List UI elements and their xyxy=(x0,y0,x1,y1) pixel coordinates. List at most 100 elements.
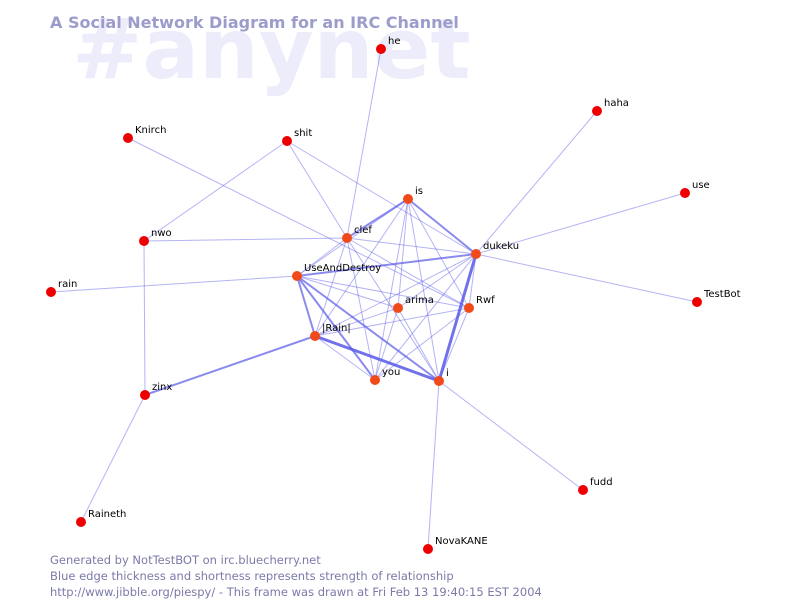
edge-nwo-clef xyxy=(143,237,348,242)
node-dot xyxy=(140,390,150,400)
node-label: Rwf xyxy=(476,295,495,306)
node-dukeku: dukeku xyxy=(471,241,519,259)
node-dot xyxy=(393,303,403,313)
node-label: zinx xyxy=(152,382,172,393)
edge-knirch-rwf xyxy=(127,137,470,309)
node-use: use xyxy=(680,180,710,198)
node-irain: |Rain| xyxy=(310,323,351,341)
node-label: haha xyxy=(604,98,629,109)
node-rwf: Rwf xyxy=(464,295,495,313)
footer-generated-by: Generated by NotTestBOT on irc.bluecherr… xyxy=(50,553,321,567)
node-dot xyxy=(139,236,149,246)
node-dot xyxy=(692,297,702,307)
edge-is-you xyxy=(374,198,409,381)
node-dot xyxy=(464,303,474,313)
node-label: TestBot xyxy=(703,289,741,300)
edge-is-i xyxy=(407,198,440,382)
node-dot xyxy=(292,271,302,281)
edge-zinx-raineth xyxy=(80,394,146,523)
node-label: Knirch xyxy=(135,125,166,136)
edge-novakane-i xyxy=(427,380,440,550)
edge-clef-rwf xyxy=(346,237,470,309)
node-dot xyxy=(403,194,413,204)
edge-clef-irain xyxy=(314,237,348,337)
node-dot xyxy=(46,287,56,297)
edge-irain-rwf xyxy=(314,307,470,337)
node-label: i xyxy=(446,368,449,379)
edge-rwf-i xyxy=(438,307,470,382)
node-label: clef xyxy=(354,225,372,236)
node-dot xyxy=(680,188,690,198)
node-dot xyxy=(471,249,481,259)
edge-is-arima xyxy=(397,198,409,309)
node-dot xyxy=(310,331,320,341)
edge-nwo-zinx xyxy=(143,240,146,396)
node-rain: rain xyxy=(46,279,77,297)
node-label: Raineth xyxy=(88,509,126,520)
channel-watermark: #anynet xyxy=(72,0,471,98)
node-arima: arima xyxy=(393,295,434,313)
edge-irain-i xyxy=(313,334,441,383)
node-label: arima xyxy=(405,295,434,306)
node-is: is xyxy=(403,186,423,204)
edge-layer xyxy=(50,48,698,550)
edge-zinx-irain xyxy=(144,335,316,396)
node-label: nwo xyxy=(151,228,172,239)
node-nwo: nwo xyxy=(139,228,172,246)
node-dot xyxy=(370,375,380,385)
node-label: he xyxy=(388,36,401,47)
node-haha: haha xyxy=(592,98,629,116)
node-dot xyxy=(123,133,133,143)
edge-dukeku-arima xyxy=(397,253,477,309)
node-label: shit xyxy=(294,128,312,139)
node-label: is xyxy=(415,186,423,197)
edge-dukeku-you xyxy=(374,253,477,381)
node-label: you xyxy=(382,367,400,378)
node-label: fudd xyxy=(590,477,613,488)
edge-use-dukeku xyxy=(475,192,686,255)
node-dot xyxy=(423,544,433,554)
edge-haha-dukeku xyxy=(475,110,598,255)
node-useanddestroy: UseAndDestroy xyxy=(292,263,381,281)
node-label: UseAndDestroy xyxy=(304,263,381,274)
node-label: dukeku xyxy=(483,241,519,252)
edge-useanddestroy-irain xyxy=(296,275,316,337)
node-he: he xyxy=(376,36,401,54)
edge-arima-i xyxy=(397,307,440,382)
edge-is-dukeku xyxy=(407,198,477,255)
edge-dukeku-i xyxy=(437,252,478,383)
node-you: you xyxy=(370,367,400,385)
edge-clef-i xyxy=(346,237,440,382)
node-label: NovaKANE xyxy=(435,536,488,547)
node-fudd: fudd xyxy=(578,477,613,495)
node-dot xyxy=(434,376,444,386)
node-testbot: TestBot xyxy=(692,289,741,307)
node-raineth: Raineth xyxy=(76,509,126,527)
node-dot xyxy=(578,485,588,495)
edge-arima-you xyxy=(374,307,399,381)
edge-irain-you xyxy=(314,335,376,381)
node-knirch: Knirch xyxy=(123,125,166,143)
footer-legend-note: Blue edge thickness and shortness repres… xyxy=(50,569,454,583)
edge-is-rwf xyxy=(407,198,470,309)
footer-url-timestamp: http://www.jibble.org/piespy/ - This fra… xyxy=(50,585,542,599)
edge-dukeku-irain xyxy=(314,253,477,337)
edge-rwf-you xyxy=(374,307,470,381)
edge-shit-clef xyxy=(286,140,348,239)
node-dot xyxy=(376,44,386,54)
node-label: |Rain| xyxy=(322,323,351,334)
edge-clef-dukeku xyxy=(346,237,477,255)
node-label: use xyxy=(692,180,710,191)
node-zinx: zinx xyxy=(140,382,172,400)
page-title: A Social Network Diagram for an IRC Chan… xyxy=(50,13,459,32)
edge-useanddestroy-arima xyxy=(296,275,399,309)
edge-fudd-i xyxy=(438,380,584,491)
edge-useanddestroy-you xyxy=(296,275,376,381)
node-label: rain xyxy=(58,279,77,290)
node-dot xyxy=(342,233,352,243)
edge-rain-useanddestroy xyxy=(50,275,298,293)
edge-shit-dukeku xyxy=(286,140,477,255)
node-dot xyxy=(282,136,292,146)
